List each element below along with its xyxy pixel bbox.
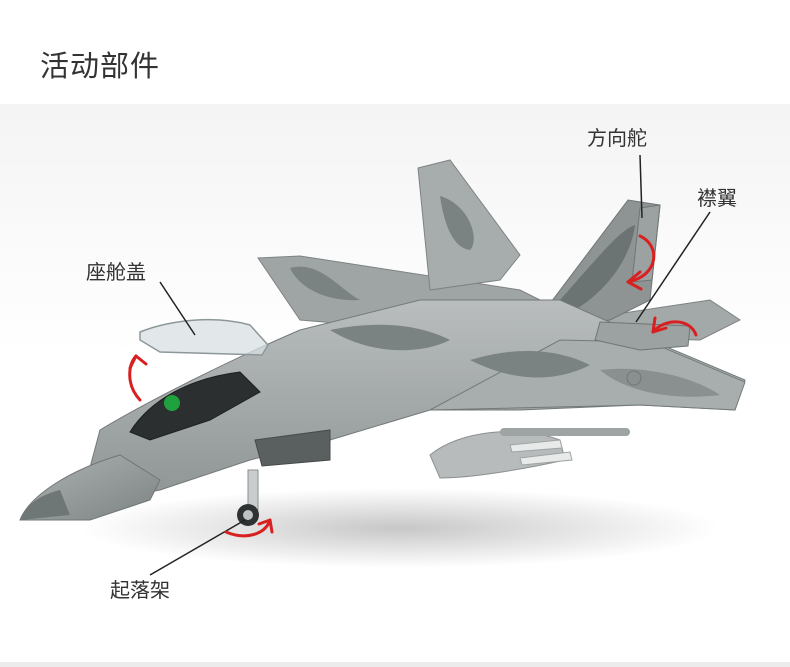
- gear-arrowhead: [257, 518, 274, 534]
- flap-leader: [635, 211, 711, 323]
- air-intake: [254, 429, 331, 467]
- canopy-callout-label: 座舱盖: [86, 260, 146, 284]
- body-camo-1: [470, 350, 590, 378]
- radome-tip: [20, 490, 70, 520]
- gear-arrow: [224, 518, 272, 538]
- landing-gear-callout-label: 起落架: [110, 578, 170, 602]
- missile-2: [519, 451, 573, 466]
- flap-arrowhead: [651, 316, 668, 334]
- flaps-callout-label: 襟翼: [697, 186, 737, 210]
- gear-leader: [149, 519, 246, 576]
- insignia: [626, 370, 642, 386]
- left-wing-camo: [290, 266, 360, 301]
- canopy-leader: [159, 281, 196, 336]
- rudder-arrow: [626, 234, 656, 284]
- missile-1: [509, 439, 563, 453]
- left-tail-camo: [440, 196, 474, 250]
- gear-strut: [247, 469, 259, 511]
- gear-hub: [243, 510, 253, 520]
- flap-arrow: [651, 320, 698, 337]
- body-camo-2: [330, 324, 450, 351]
- rudder-callout-label: 方向舵: [587, 126, 647, 150]
- ground-shadow: [80, 488, 720, 568]
- bottom-divider: [0, 662, 790, 667]
- missile-rail: [500, 428, 630, 436]
- cockpit-opening: [129, 371, 261, 441]
- annotation-arrows: [128, 234, 698, 538]
- canopy-glass: [139, 318, 269, 356]
- header: 活动部件: [0, 0, 790, 104]
- canopy-arrowhead: [128, 354, 148, 370]
- rudder-arrowhead: [626, 270, 643, 291]
- rudder-leader: [639, 154, 643, 219]
- page-title: 活动部件: [40, 49, 161, 83]
- right-tail-camo: [560, 225, 635, 310]
- pilot-helmet: [164, 395, 180, 411]
